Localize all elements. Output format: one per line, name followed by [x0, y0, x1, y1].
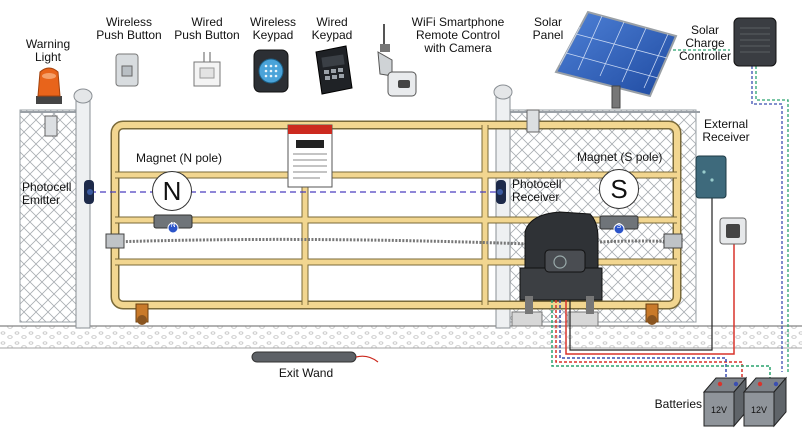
wired-keypad-icon [315, 45, 353, 95]
external-receiver-icon [695, 155, 727, 199]
magnet-n-block [153, 214, 193, 234]
wireless-keypad-label: Wireless Keypad [249, 15, 296, 42]
power-outlet-icon [719, 217, 747, 245]
solar-panel-label: Solar Panel [532, 15, 564, 42]
wired-push-button-icon [193, 52, 221, 87]
magnet-s-pole-label: Magnet (S pole) [577, 150, 663, 164]
wifi-remote-label: WiFi Smartphone Remote Control with Came… [411, 15, 505, 55]
solar-charge-controller-icon [733, 17, 777, 67]
wireless-push-button-icon [115, 53, 139, 87]
photocell-emitter-icon [84, 180, 94, 204]
photocell-emitter-label: Photocell Emitter [22, 180, 72, 207]
wired-push-button-label: Wired Push Button [174, 15, 240, 42]
small-magnet-s-letter: S [616, 223, 622, 230]
ground [0, 325, 802, 349]
magnet-n-symbol: N [152, 171, 192, 211]
small-magnet-n-letter: N [170, 222, 176, 229]
drive-chain [105, 233, 683, 249]
battery-wiring [551, 49, 789, 378]
right-post-bracket [526, 109, 540, 133]
warning-sign [287, 124, 333, 188]
wired-keypad-label: Wired Keypad [311, 15, 353, 42]
photocell-receiver-icon [496, 180, 506, 204]
left-fence [19, 109, 80, 323]
warning-light-icon [36, 67, 62, 104]
photocell-receiver-label: Photocell Receiver [512, 177, 562, 204]
batteries-label: Batteries [654, 397, 702, 411]
left-post-bracket [44, 115, 58, 137]
right-post [493, 84, 513, 329]
gate-wheels [135, 303, 659, 325]
magnet-s-block [599, 215, 639, 235]
battery-2 [742, 376, 788, 428]
solar-panel-icon [554, 10, 678, 109]
wireless-keypad-icon [253, 49, 289, 93]
battery-2-voltage: 12V [750, 405, 767, 415]
solar-charge-controller-label: Solar Charge Controller [678, 23, 732, 63]
left-post [73, 88, 93, 329]
gate-opener-motor [511, 211, 603, 327]
wireless-push-button-label: Wireless Push Button [96, 15, 162, 42]
exit-wand-label: Exit Wand [278, 366, 334, 380]
battery-1-voltage: 12V [710, 405, 727, 415]
wifi-camera-icon [377, 24, 417, 97]
warning-light-label: Warning Light [25, 37, 71, 64]
external-receiver-label: External Receiver [702, 117, 750, 144]
battery-1 [702, 376, 748, 428]
magnet-n-pole-label: Magnet (N pole) [136, 151, 223, 165]
magnet-s-symbol: S [599, 169, 639, 209]
exit-wand [251, 351, 379, 363]
